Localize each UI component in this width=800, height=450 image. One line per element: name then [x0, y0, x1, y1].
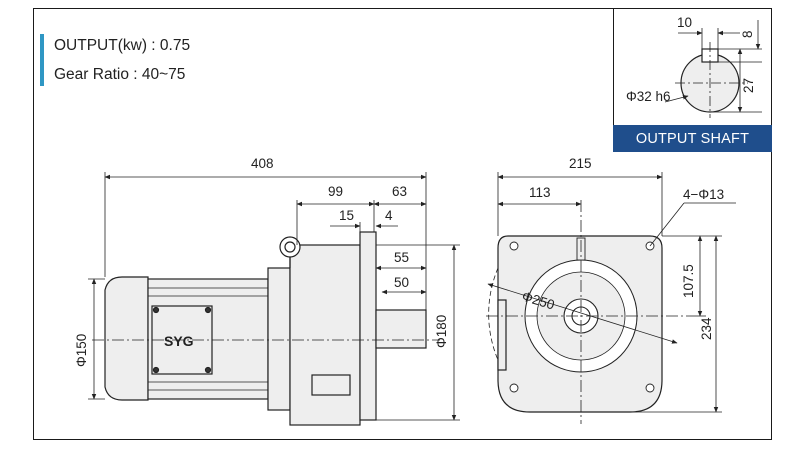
key-depth-label: 8 — [740, 30, 755, 38]
front-half-width-label: 113 — [529, 185, 551, 200]
side-view — [88, 172, 460, 426]
output-shaft — [375, 309, 427, 349]
bolt-hole — [509, 383, 519, 393]
front-width-label: 215 — [569, 156, 592, 171]
key-length-label: 50 — [394, 275, 409, 290]
key-height-label: 27 — [741, 78, 756, 93]
output-power-text: OUTPUT(kw) : 0.75 — [54, 37, 191, 54]
overall-height-label: 234 — [699, 317, 714, 340]
brand-label: SYG — [164, 333, 194, 349]
nameplate — [311, 374, 351, 396]
flange-to-end-label: 99 — [328, 184, 343, 199]
drawing-frame — [33, 8, 772, 440]
key-width-label: 10 — [677, 15, 692, 30]
gear-ratio-text: Gear Ratio : 40~75 — [54, 66, 186, 83]
motor-adapter — [267, 267, 291, 411]
output-flange — [359, 231, 377, 421]
bolt-hole — [509, 241, 519, 251]
center-height-label: 107.5 — [681, 264, 696, 298]
shaft-step-label: 55 — [394, 250, 409, 265]
motor-end-cap — [104, 276, 149, 401]
front-view — [486, 172, 736, 424]
shaft-section-drawing — [664, 20, 762, 118]
shaft-diameter-label: Φ32 h6 — [626, 89, 671, 104]
shaft-length-label: 63 — [392, 184, 407, 199]
gear-housing — [289, 244, 361, 426]
flange-thickness-label: 15 — [339, 208, 354, 223]
motor-diameter-label: Φ150 — [74, 334, 89, 367]
bolt-hole — [645, 383, 655, 393]
overall-length-label: 408 — [251, 156, 274, 171]
output-shaft-label: OUTPUT SHAFT — [613, 125, 772, 152]
flange-diameter-label: Φ180 — [434, 315, 449, 348]
accent-bar — [40, 34, 44, 86]
shaft-shoulder-label: 4 — [385, 208, 393, 223]
bolt-holes-label: 4−Φ13 — [683, 187, 724, 202]
